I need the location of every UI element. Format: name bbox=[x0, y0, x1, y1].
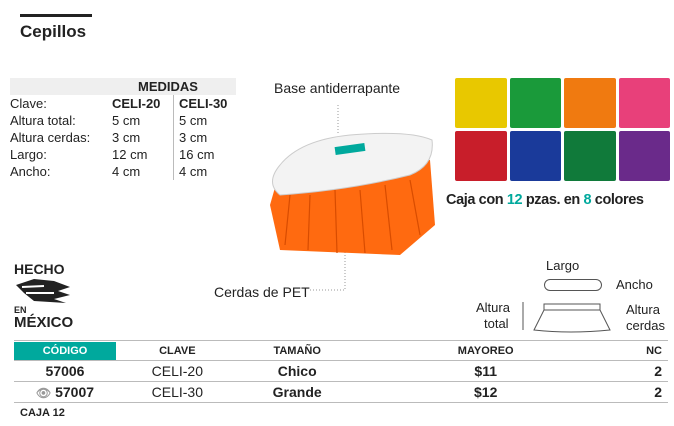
header-mayoreo: MAYOREO bbox=[355, 342, 616, 361]
header-codigo: CÓDIGO bbox=[14, 342, 116, 361]
caption-count: 12 bbox=[506, 192, 523, 208]
swatch-purple bbox=[618, 131, 670, 181]
medidas-table: MEDIDAS Clave: CELI-20 CELI-30 Altura tota… bbox=[10, 78, 236, 180]
logo-text: EN bbox=[14, 305, 27, 315]
cell-clave: CELI-20 bbox=[116, 360, 239, 382]
title-bar-decoration bbox=[20, 14, 92, 17]
medidas-row: Clave: CELI-20 CELI-30 bbox=[10, 95, 236, 112]
altura-cerdas-label: cerdas bbox=[626, 318, 666, 333]
header-clave: CLAVE bbox=[116, 342, 239, 361]
value: 5 cm bbox=[110, 112, 174, 129]
cell-tamano: Chico bbox=[238, 360, 356, 382]
value: 3 cm bbox=[110, 129, 174, 146]
table-row[interactable]: 57006 CELI-20 Chico $11 2 bbox=[14, 360, 668, 382]
cell-nc: 2 bbox=[615, 381, 668, 403]
cell-codigo: 👁 57007 bbox=[14, 381, 116, 403]
value: 16 cm bbox=[179, 147, 215, 162]
caption-text: pzas. en bbox=[522, 192, 584, 208]
codigo-value: 57007 bbox=[55, 383, 95, 400]
medidas-row: Ancho: 4 cm 4 cm bbox=[10, 163, 236, 180]
cell-mayoreo: $11 bbox=[355, 360, 616, 382]
medidas-header: MEDIDAS bbox=[10, 78, 236, 95]
logo-text: MÉXICO bbox=[14, 314, 74, 331]
value: CELI-20 bbox=[110, 95, 174, 112]
value: 5 cm bbox=[179, 113, 208, 128]
cerdas-label: Cerdas de PET bbox=[214, 284, 310, 300]
header-tamano: TAMAÑO bbox=[238, 342, 356, 361]
swatch-red bbox=[455, 131, 507, 181]
cell-tamano: Grande bbox=[238, 381, 356, 403]
caption-text: Caja con bbox=[446, 192, 507, 208]
value: CELI-30 bbox=[179, 96, 228, 111]
cell-mayoreo: $12 bbox=[355, 381, 616, 403]
largo-label: Largo bbox=[546, 258, 580, 273]
caption-text: colores bbox=[591, 192, 644, 208]
value: 4 cm bbox=[110, 163, 174, 180]
swatch-green bbox=[509, 78, 561, 128]
label: Ancho: bbox=[10, 164, 51, 179]
eye-icon[interactable]: 👁 bbox=[35, 385, 52, 400]
cell-codigo: 57006 bbox=[14, 360, 116, 382]
box-caption: Caja con 12 pzas. en 8 colores bbox=[446, 192, 644, 208]
label: Altura cerdas: bbox=[10, 130, 91, 145]
medidas-row: Altura total: 5 cm 5 cm bbox=[10, 112, 236, 129]
page-title: Cepillos bbox=[20, 22, 87, 41]
value: 4 cm bbox=[179, 164, 208, 179]
swatch-orange bbox=[564, 78, 616, 128]
product-table: CÓDIGO CLAVE TAMAÑO MAYOREO NC 57006 CEL… bbox=[14, 342, 668, 403]
swatch-pink bbox=[618, 78, 670, 128]
base-label: Base antiderrapante bbox=[274, 80, 401, 96]
altura-cerdas-label: Altura bbox=[626, 302, 660, 317]
value: 12 cm bbox=[110, 146, 174, 163]
medidas-row: Altura cerdas: 3 cm 3 cm bbox=[10, 129, 236, 146]
footer-caja: CAJA 12 bbox=[20, 407, 65, 419]
altura-total-label: total bbox=[484, 316, 509, 331]
caption-colors: 8 bbox=[583, 192, 592, 208]
cell-nc: 2 bbox=[615, 360, 668, 382]
table-header: CÓDIGO CLAVE TAMAÑO MAYOREO NC bbox=[14, 342, 668, 361]
header-nc: NC bbox=[615, 342, 668, 361]
dimension-diagram: Largo Ancho Altura total Altura cerdas bbox=[470, 258, 674, 338]
label: Largo: bbox=[10, 147, 47, 162]
brush-side-outline bbox=[522, 302, 611, 333]
color-swatches bbox=[455, 78, 670, 181]
label: Altura total: bbox=[10, 113, 76, 128]
table-row[interactable]: 👁 57007 CELI-30 Grande $12 2 bbox=[14, 381, 668, 403]
cell-clave: CELI-30 bbox=[116, 381, 239, 403]
swatch-blue bbox=[509, 131, 561, 181]
brush-image bbox=[270, 105, 435, 291]
label: Clave: bbox=[10, 96, 47, 111]
ancho-label: Ancho bbox=[616, 277, 653, 292]
logo-text: HECHO bbox=[14, 261, 65, 277]
divider bbox=[14, 340, 668, 341]
value: 3 cm bbox=[179, 130, 208, 145]
altura-total-label: Altura bbox=[476, 300, 510, 315]
medidas-row: Largo: 12 cm 16 cm bbox=[10, 146, 236, 163]
eagle-icon bbox=[16, 279, 70, 303]
swatch-yellow bbox=[455, 78, 507, 128]
brush-top-outline bbox=[544, 279, 602, 291]
swatch-dark-green bbox=[564, 131, 616, 181]
hecho-en-mexico-logo: HECHO EN MÉXICO bbox=[14, 261, 74, 331]
